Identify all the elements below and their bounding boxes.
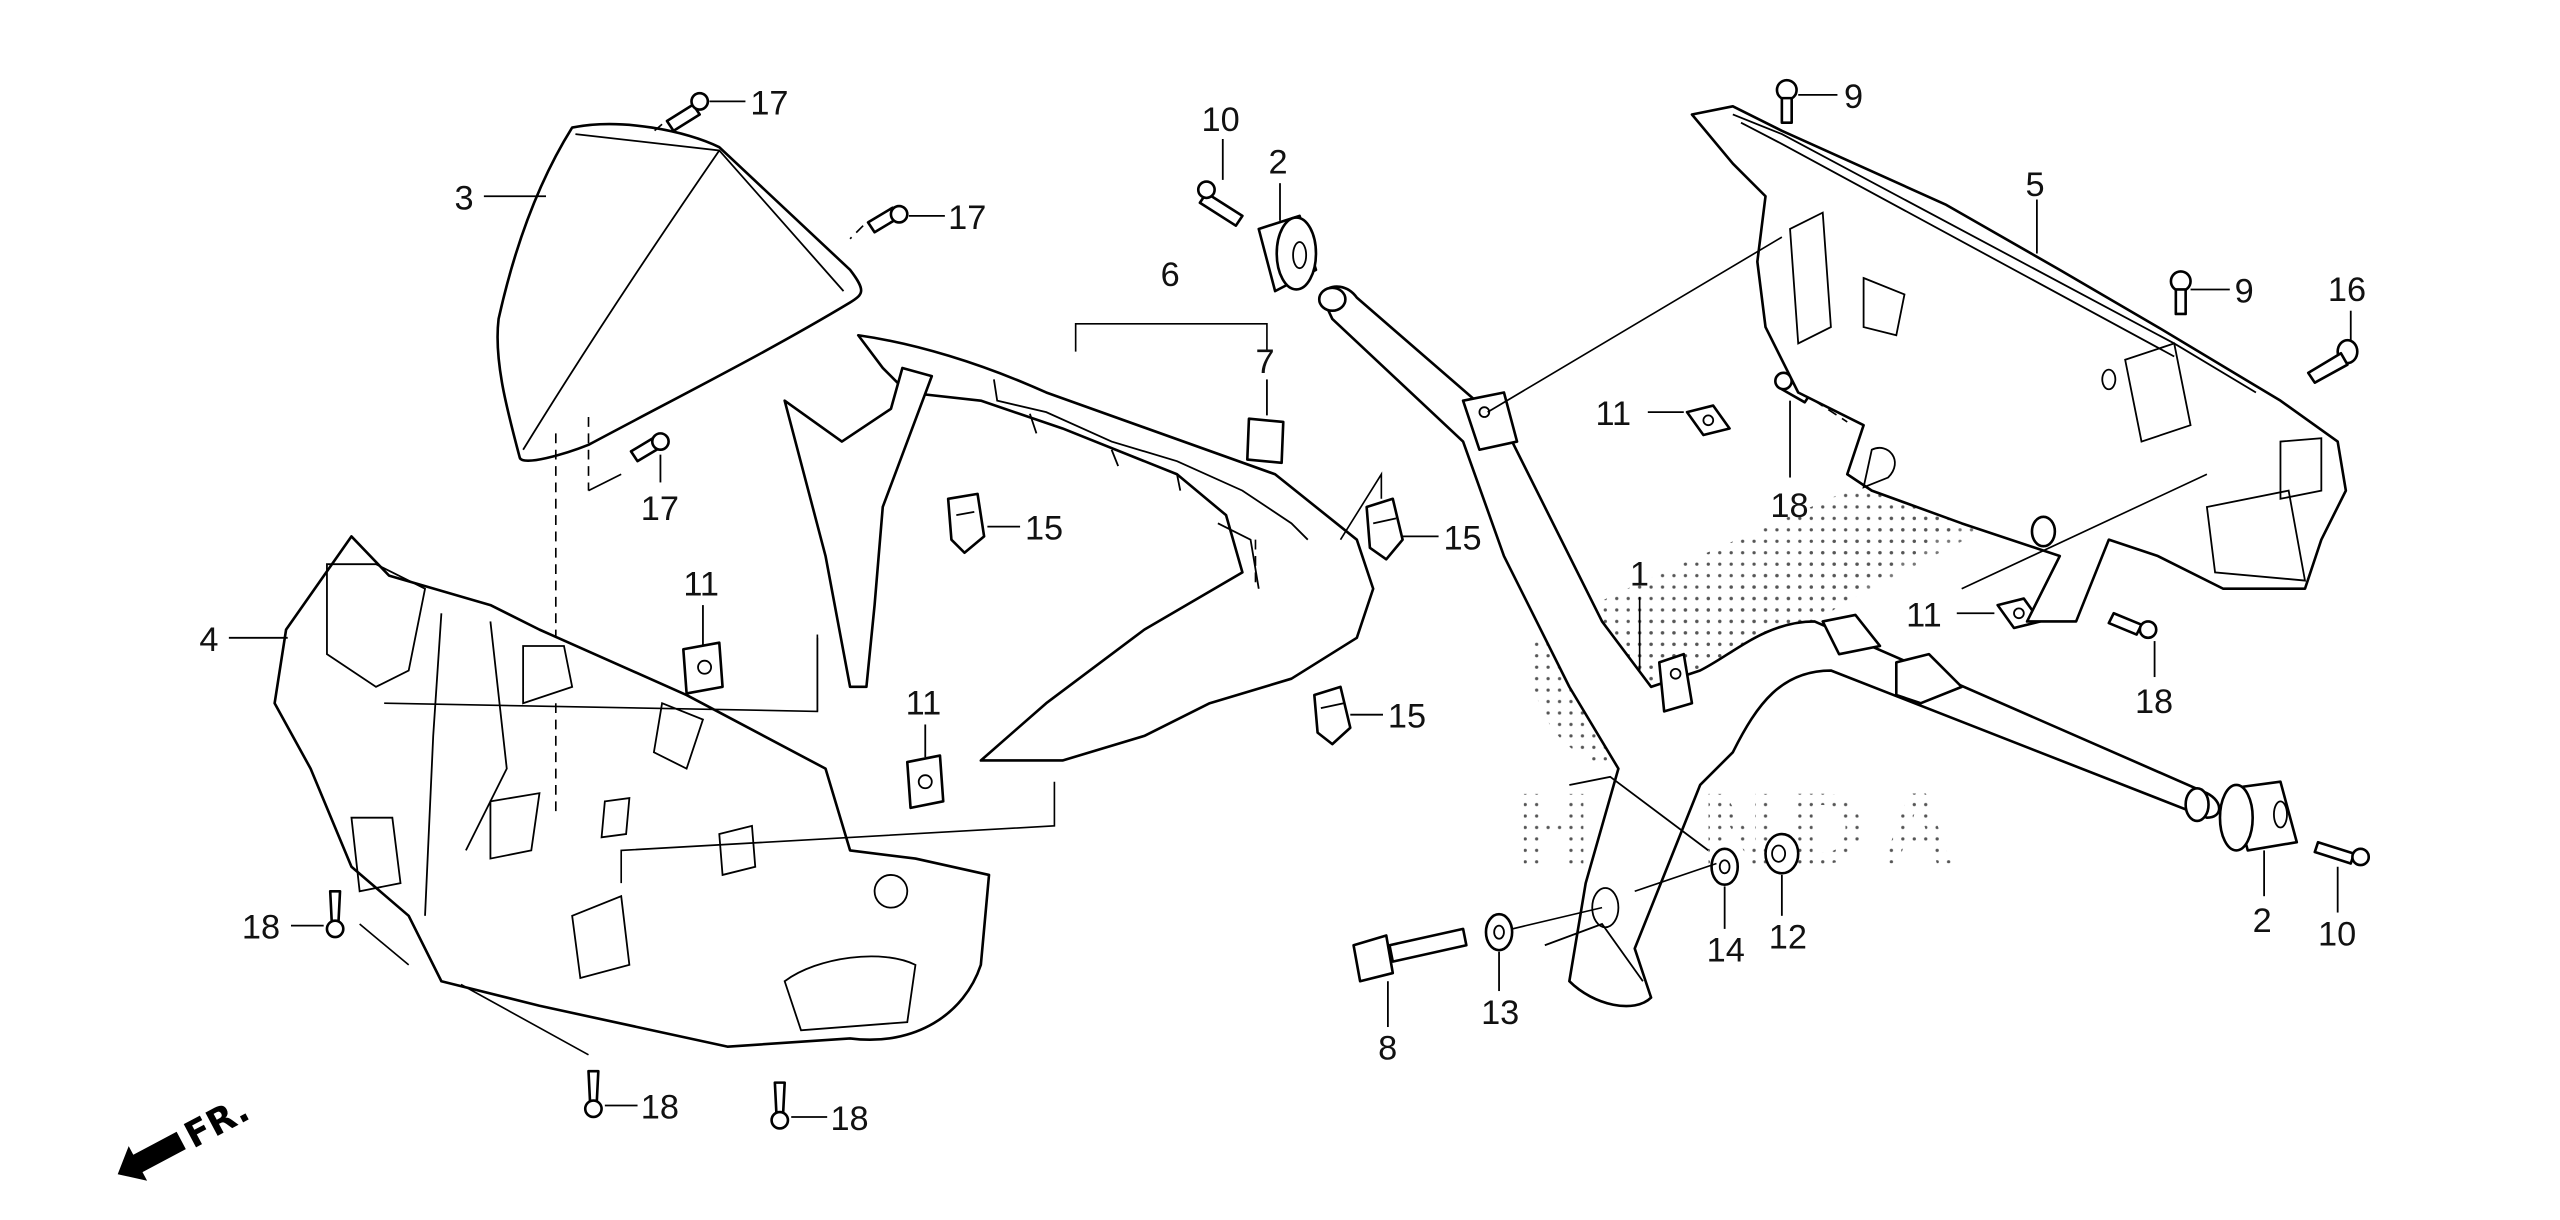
bolt-9-top — [1775, 78, 1798, 124]
front-direction-label: FR. — [178, 1089, 256, 1156]
screw-18-left — [325, 889, 345, 939]
clip-nut-11-rear-upper — [1685, 404, 1731, 437]
callout-18-bottom-center: 18 — [641, 1089, 679, 1127]
callout-11-left: 11 — [683, 565, 719, 603]
callout-15-upper-right: 15 — [1443, 519, 1481, 557]
clip-15-upper-left — [946, 492, 986, 555]
rear-cover-part — [1487, 104, 2348, 623]
middle-cover-part — [620, 322, 1375, 884]
clip-nut-11-center — [905, 754, 945, 810]
callout-2-left: 2 — [1269, 143, 1288, 181]
washer-13 — [1484, 912, 1514, 952]
bar-end-weight-right — [2218, 780, 2299, 852]
windscreen-part — [496, 122, 863, 818]
bolt-10-left — [1196, 180, 1244, 227]
screw-18-rear-right — [2107, 611, 2158, 640]
callout-10-left: 10 — [1202, 101, 1240, 139]
callout-15-lower: 15 — [1388, 698, 1426, 736]
callout-17-right: 17 — [948, 199, 986, 237]
screw-18-leader-lines — [359, 923, 589, 1056]
screw-18-bottom-center — [583, 1069, 603, 1119]
screw-17-lower — [629, 432, 670, 463]
front-direction-indicator: FR. — [117, 1089, 256, 1181]
callout-14: 14 — [1707, 932, 1745, 970]
callout-7: 7 — [1255, 343, 1274, 381]
screw-17-right — [849, 204, 909, 240]
callout-2-right: 2 — [2253, 902, 2272, 940]
callout-4: 4 — [199, 621, 218, 659]
callout-18-rear-left: 18 — [1770, 487, 1808, 525]
callout-17-lower: 17 — [641, 490, 679, 528]
screw-17-top — [650, 91, 710, 135]
callout-18-rear-right: 18 — [2135, 683, 2173, 721]
callout-15-upper-left: 15 — [1025, 510, 1063, 548]
callout-9-top: 9 — [1844, 78, 1863, 116]
bolt-16 — [2306, 338, 2359, 384]
callout-16: 16 — [2328, 271, 2366, 309]
nut-12 — [1764, 832, 1800, 875]
clip-nut-11-left — [682, 641, 724, 695]
callout-11-rear-lower: 11 — [1906, 596, 1942, 634]
callout-13: 13 — [1481, 994, 1519, 1032]
callout-11-center: 11 — [906, 685, 942, 723]
callout-5: 5 — [2025, 166, 2044, 204]
front-cover-part — [273, 535, 991, 1048]
clip-15-upper-right — [1339, 471, 1404, 561]
callout-11-rear-upper: 11 — [1596, 395, 1632, 433]
callout-1: 1 — [1630, 555, 1649, 593]
flange-bolt-8 — [1352, 927, 1468, 983]
collar-14 — [1710, 847, 1740, 887]
bolt-axis-lines — [1511, 862, 1717, 930]
callout-17-top: 17 — [750, 84, 788, 122]
front-direction-arrow-icon — [117, 1131, 186, 1181]
leader-lines — [228, 93, 2352, 1118]
callout-6: 6 — [1161, 256, 1180, 294]
callout-3: 3 — [454, 179, 473, 217]
watermark-text: HONDA — [1517, 772, 1970, 885]
bolt-9-right — [2169, 270, 2192, 316]
bolt-10-right — [2313, 840, 2371, 867]
bar-end-weight-left — [1257, 214, 1318, 293]
callout-18-bottom-right: 18 — [830, 1100, 868, 1138]
clip-15-lower — [1313, 685, 1352, 746]
sticker-part-7 — [1245, 417, 1285, 465]
callout-18-left: 18 — [242, 909, 280, 947]
callout-9-right: 9 — [2235, 273, 2254, 311]
handlebar-part — [1317, 285, 2221, 1008]
screw-18-bottom-right — [770, 1081, 790, 1130]
callout-10-right: 10 — [2318, 915, 2356, 953]
callout-labels: 17 17 17 3 4 11 11 11 11 18 18 18 18 18 … — [199, 78, 2366, 1138]
callout-8: 8 — [1378, 1030, 1397, 1068]
callout-12: 12 — [1769, 919, 1807, 957]
